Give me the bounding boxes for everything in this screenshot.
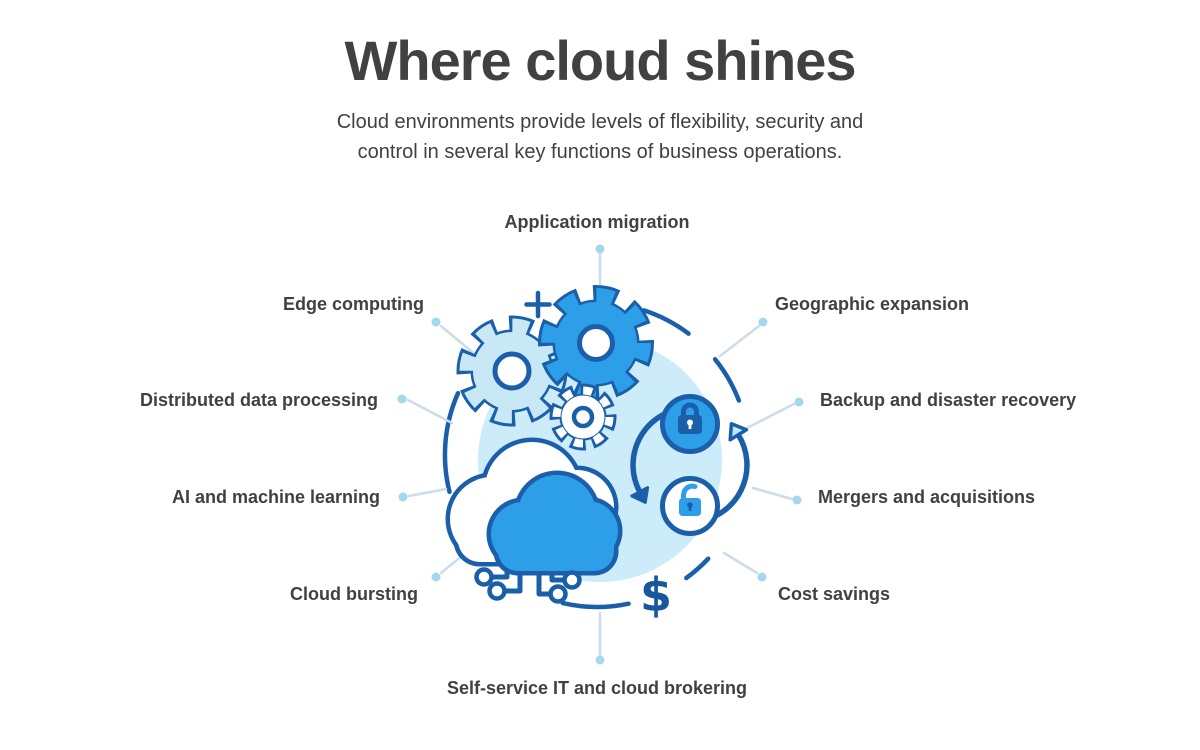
blue-cloud-icon <box>486 470 623 576</box>
plus-icon <box>524 290 552 319</box>
spoke-label-cost-savings: Cost savings <box>778 584 891 604</box>
subtitle-line-1: Cloud environments provide levels of fle… <box>336 111 864 133</box>
broken-ring <box>442 308 742 610</box>
unlocked-padlock-icon <box>660 476 720 536</box>
dollar-icon: $ <box>640 568 672 622</box>
spoke-label-edge-computing: Edge computing <box>283 294 424 314</box>
spoke-label-cloud-bursting: Cloud bursting <box>290 584 418 604</box>
spoke-label-geographic-expansion: Geographic expansion <box>775 294 970 314</box>
gear-small-icon <box>549 383 617 451</box>
page-title: Where cloud shines <box>344 29 857 92</box>
locked-padlock-icon <box>660 394 720 454</box>
page-subtitle: Cloud environments provide levels of fle… <box>0 107 1200 167</box>
spoke-label-backup-and-disaster-recovery: Backup and disaster recovery <box>820 390 1077 410</box>
spoke-label-mergers-and-acquisitions: Mergers and acquisitions <box>818 487 1036 507</box>
sync-arrows-icon <box>630 394 750 536</box>
spoke-label-ai-and-machine-learning: AI and machine learning <box>171 487 380 507</box>
spoke-label-self-service-it: Self-service IT and cloud brokering <box>446 678 748 698</box>
spoke-label-application-migration: Application migration <box>504 212 690 232</box>
subtitle-line-2: control in several key functions of busi… <box>357 141 843 163</box>
spoke-label-distributed-data-processing: Distributed data processing <box>139 390 378 410</box>
circuit-nodes-icon <box>474 567 582 604</box>
gear-bright-icon <box>538 285 654 401</box>
connector-dots <box>397 244 804 665</box>
